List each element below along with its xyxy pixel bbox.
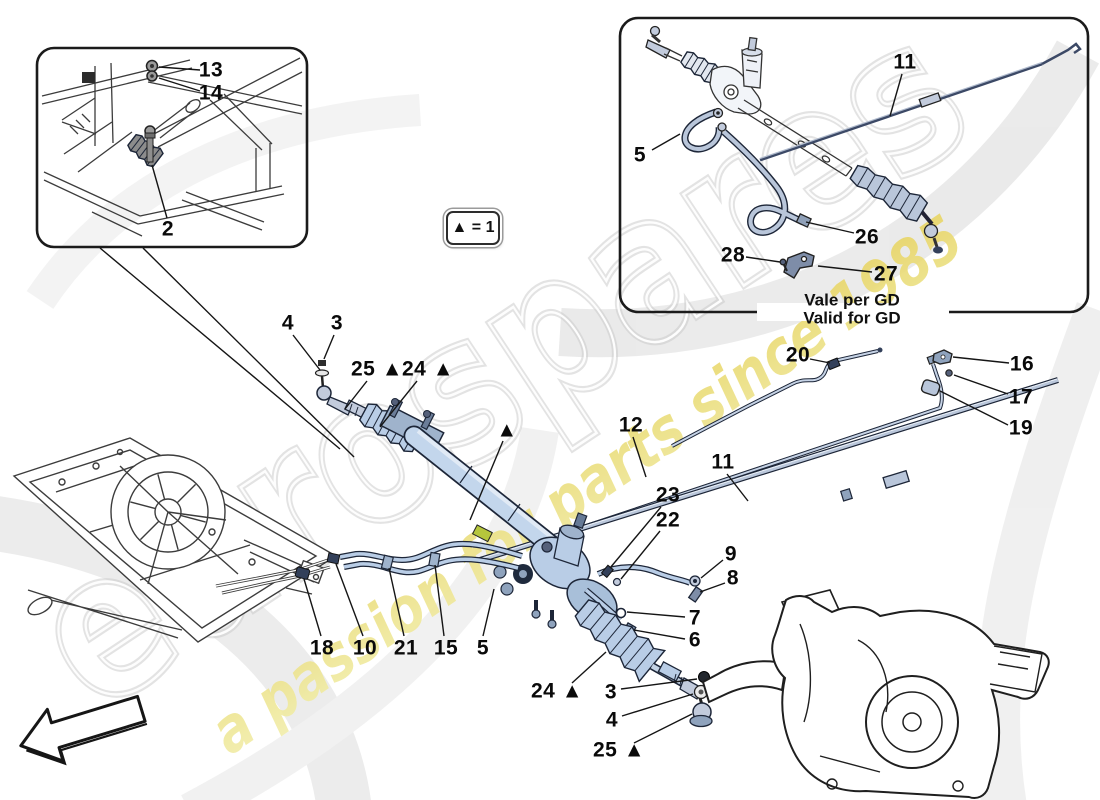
leader-line xyxy=(379,380,418,428)
gd-note-italian: Vale per GD xyxy=(804,290,900,310)
legend-box: ▲ = 1 xyxy=(446,211,500,245)
gd-note-english: Valid for GD xyxy=(803,308,901,328)
callout-11: 11 xyxy=(893,50,917,74)
leader-line xyxy=(809,358,831,364)
callout-23: 23 xyxy=(655,483,681,507)
callout-14: 14 xyxy=(198,81,224,105)
callout-16: 16 xyxy=(1009,352,1035,376)
leader-line xyxy=(745,256,781,263)
callout-15: 15 xyxy=(433,636,459,660)
callout-25▲: 25 ▲ xyxy=(351,357,403,381)
leader-line xyxy=(469,440,504,521)
leader-line xyxy=(158,66,201,71)
leader-line xyxy=(633,629,686,640)
chassis-inset-drawing xyxy=(35,46,309,249)
leader-line xyxy=(158,77,201,92)
leader-line xyxy=(699,582,726,593)
callout-2: 2 xyxy=(161,217,175,241)
leader-line xyxy=(142,247,355,458)
leader-line xyxy=(805,221,855,234)
leader-line xyxy=(939,390,1009,426)
callout-4: 4 xyxy=(605,708,619,732)
leader-line xyxy=(388,567,405,637)
callout-28: 28 xyxy=(720,243,746,267)
leader-line xyxy=(817,265,873,273)
callout-3: 3 xyxy=(330,311,344,335)
leader-line xyxy=(621,693,694,717)
leader-line xyxy=(335,563,364,637)
rack-bellows-right xyxy=(574,599,667,683)
leader-line xyxy=(344,380,368,410)
callout-4: 4 xyxy=(281,311,295,335)
callout-11: 11 xyxy=(711,450,735,474)
leader-line xyxy=(571,651,607,684)
callout-20: 20 xyxy=(785,343,811,367)
leader-line xyxy=(953,374,1009,395)
leader-line xyxy=(303,578,322,637)
callout-5: 5 xyxy=(633,143,647,167)
callout-21: 21 xyxy=(393,636,419,660)
leader-line xyxy=(292,334,321,371)
callout-17: 17 xyxy=(1008,385,1034,409)
callout-9: 9 xyxy=(724,542,738,566)
callout-6: 6 xyxy=(688,628,702,652)
leader-line xyxy=(323,334,335,360)
wheel-knuckle-drawing xyxy=(701,589,1050,799)
callout-19: 19 xyxy=(1008,416,1034,440)
callout-5: 5 xyxy=(476,636,490,660)
callout-12: 12 xyxy=(618,413,644,437)
callout-24▲: 24 ▲ xyxy=(402,357,454,381)
leader-line xyxy=(99,247,341,450)
radiator-fan-drawing xyxy=(12,437,338,643)
direction-arrow-icon xyxy=(19,694,148,766)
leader-line xyxy=(889,73,903,117)
leader-line xyxy=(632,436,647,478)
callout-27: 27 xyxy=(873,262,899,286)
callout-▲: ▲ xyxy=(496,418,518,442)
callout-8: 8 xyxy=(726,566,740,590)
leader-line xyxy=(434,564,445,637)
gd-bellows-right xyxy=(849,164,929,222)
leader-line xyxy=(726,473,749,502)
leader-line xyxy=(151,164,168,219)
leader-line xyxy=(651,133,681,151)
callout-13: 13 xyxy=(198,58,224,82)
leader-line xyxy=(952,356,1010,364)
leader-line xyxy=(626,611,686,618)
chassis-inset-border xyxy=(35,46,309,249)
callout-26: 26 xyxy=(854,225,880,249)
leader-line xyxy=(482,588,495,637)
steering-rack-gd-inset-drawing xyxy=(618,16,1090,321)
leader-line xyxy=(700,559,724,579)
callout-7: 7 xyxy=(688,606,702,630)
leader-lines xyxy=(99,66,1010,744)
leader-line xyxy=(620,530,661,580)
callout-24▲: 24 ▲ xyxy=(531,679,583,703)
callout-22: 22 xyxy=(655,508,681,532)
callout-3: 3 xyxy=(604,680,618,704)
callout-18: 18 xyxy=(309,636,335,660)
callout-25▲: 25 ▲ xyxy=(593,738,645,762)
leader-line xyxy=(633,713,693,744)
legend-text: ▲ = 1 xyxy=(451,219,495,236)
leader-line xyxy=(609,506,662,569)
leader-line xyxy=(620,678,698,690)
callout-10: 10 xyxy=(352,636,378,660)
